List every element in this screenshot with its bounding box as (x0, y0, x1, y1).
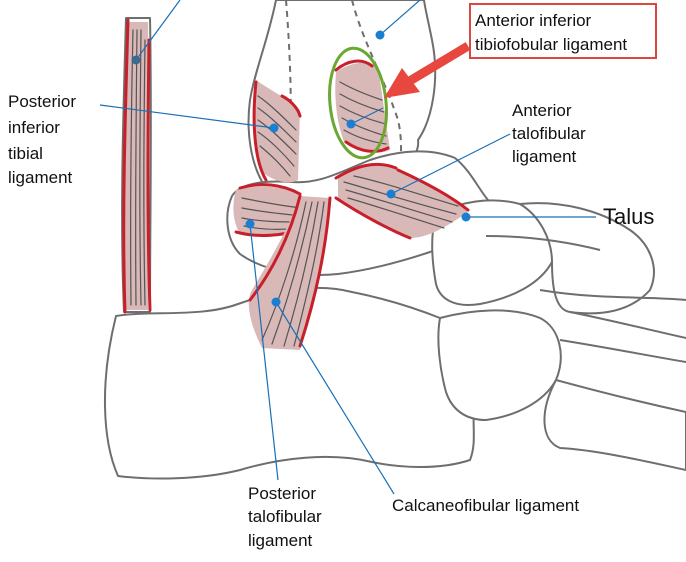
metatarsals (543, 379, 686, 471)
fibula-hidden-edge (329, 0, 403, 241)
calcaneofibular-ligament (248, 194, 332, 350)
anterior-talofibular-ligament (334, 162, 470, 240)
labels: Posterior inferior tibial ligament Anter… (8, 11, 654, 550)
cuneiform (519, 202, 655, 315)
midfoot-line (485, 235, 601, 251)
highlight-ellipse (328, 46, 388, 160)
callout-arrow (384, 42, 471, 98)
bones (103, 0, 686, 480)
label-posterior-inferior-tibial: Posterior inferior tibial ligament (8, 92, 81, 187)
callout-box (469, 3, 657, 59)
label-posterior-talofibular: Posterior talofibular ligament (248, 484, 326, 550)
label-talus: Talus (603, 204, 654, 229)
metatarsal-line-3 (539, 289, 686, 301)
label-anterior-talofibular: Anterior talofibular ligament (512, 101, 590, 166)
anterior-inferior-tibiofibular-ligament (334, 59, 390, 153)
label-anterior-inferior-tibiofibular: Anterior inferior tibiofobular ligament (475, 11, 627, 54)
posterior-inferior-tibial-ligament (122, 18, 152, 314)
cuboid (437, 309, 562, 421)
leader-lines (99, 0, 596, 495)
label-calcaneofibular: Calcaneofibular ligament (392, 496, 579, 515)
navicular (431, 199, 556, 306)
metatarsal-line-1 (569, 311, 686, 339)
metatarsal-line-2 (559, 339, 686, 363)
